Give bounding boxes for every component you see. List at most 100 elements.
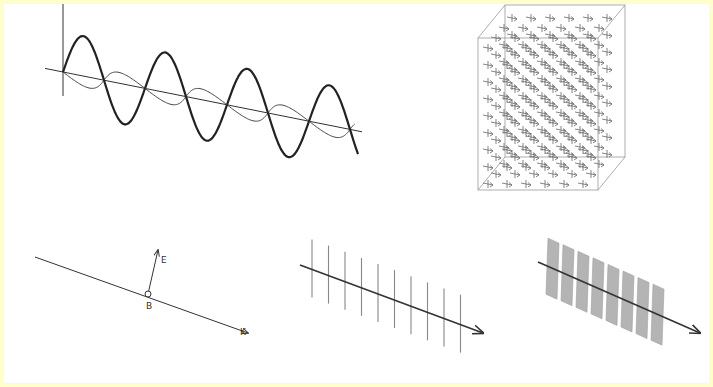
field-arrow	[583, 14, 593, 22]
field-arrow	[537, 109, 547, 117]
field-arrow	[518, 92, 528, 100]
field-arrow	[564, 133, 574, 141]
field-arrow	[583, 82, 593, 90]
field-arrow	[499, 58, 509, 66]
field-arrow	[564, 82, 574, 90]
cube-edge	[598, 157, 625, 190]
field-line	[427, 282, 428, 340]
field-arrow	[499, 109, 509, 117]
field-arrow	[545, 48, 555, 56]
wave-vector	[35, 257, 248, 333]
field-arrow	[507, 150, 517, 158]
field-arrow	[583, 31, 593, 39]
field-arrow	[526, 116, 536, 124]
field-arrow	[499, 160, 509, 168]
field-arrow	[564, 150, 574, 158]
field-line	[410, 276, 411, 334]
field-arrow	[526, 14, 536, 22]
field-arrow	[564, 65, 574, 73]
field-arrow	[602, 48, 612, 56]
field-arrow	[483, 146, 493, 154]
field-arrow	[575, 92, 585, 100]
field-arrow	[518, 41, 528, 49]
field-line	[394, 270, 395, 328]
field-arrow	[556, 58, 566, 66]
field-lines	[300, 239, 483, 352]
field-arrow	[529, 170, 539, 178]
field-arrow	[583, 133, 593, 141]
field-arrow	[594, 160, 604, 168]
field-arrow	[564, 116, 574, 124]
field-arrow	[545, 99, 555, 107]
field-arrow	[518, 126, 528, 134]
axis-line	[45, 68, 362, 131]
field-arrow	[483, 78, 493, 86]
field-arrow	[526, 99, 536, 107]
cube-edge	[478, 5, 505, 38]
field-arrow	[491, 170, 501, 178]
field-arrow	[537, 160, 547, 168]
cube-edge	[478, 38, 598, 190]
field-arrow	[518, 109, 528, 117]
field-arrow	[564, 31, 574, 39]
field-cube	[478, 5, 625, 190]
field-arrow	[556, 24, 566, 32]
vector-label: B	[146, 302, 152, 311]
ray-arrow	[300, 265, 483, 333]
field-arrow	[556, 75, 566, 83]
field-arrow	[507, 65, 517, 73]
field-arrow	[537, 24, 547, 32]
field-arrow	[491, 85, 501, 93]
field-arrow	[491, 119, 501, 127]
field-arrow	[526, 31, 536, 39]
field-line	[460, 295, 461, 353]
field-arrow	[602, 82, 612, 90]
field-arrow	[594, 24, 604, 32]
field-arrow	[537, 41, 547, 49]
field-arrow	[602, 14, 612, 22]
field-arrow	[564, 99, 574, 107]
field-arrow	[545, 133, 555, 141]
field-arrow	[537, 126, 547, 134]
field-arrow	[559, 180, 569, 188]
field-vector	[148, 250, 158, 294]
field-arrow	[491, 102, 501, 110]
field-arrow	[602, 116, 612, 124]
field-line	[344, 252, 345, 310]
field-arrow	[594, 75, 604, 83]
field-arrow	[526, 65, 536, 73]
field-line	[311, 239, 312, 297]
field-arrow	[556, 109, 566, 117]
field-line	[361, 258, 362, 316]
field-arrow	[594, 109, 604, 117]
field-arrow	[499, 92, 509, 100]
field-line	[328, 246, 329, 304]
field-arrow	[545, 150, 555, 158]
field-arrow	[578, 180, 588, 188]
field-arrow	[483, 61, 493, 69]
field-arrow	[499, 143, 509, 151]
field-arrow	[548, 170, 558, 178]
field-arrow	[602, 31, 612, 39]
wave-fronts	[538, 238, 700, 345]
field-arrow	[507, 14, 517, 22]
field-arrow	[510, 170, 520, 178]
field-arrow	[564, 48, 574, 56]
field-arrow	[526, 48, 536, 56]
field-arrow	[537, 75, 547, 83]
ray-arrow	[538, 262, 700, 333]
field-arrow	[518, 160, 528, 168]
field-arrow	[583, 150, 593, 158]
field-arrow	[483, 163, 493, 171]
field-arrow	[575, 160, 585, 168]
cube-edge	[598, 5, 625, 38]
cube-edge	[505, 5, 625, 157]
sine-waves	[45, 4, 362, 157]
field-arrow	[483, 112, 493, 120]
field-arrow	[518, 75, 528, 83]
field-arrow	[594, 58, 604, 66]
field-arrows	[483, 14, 612, 188]
vector-diagram	[35, 250, 248, 333]
field-arrow	[491, 153, 501, 161]
